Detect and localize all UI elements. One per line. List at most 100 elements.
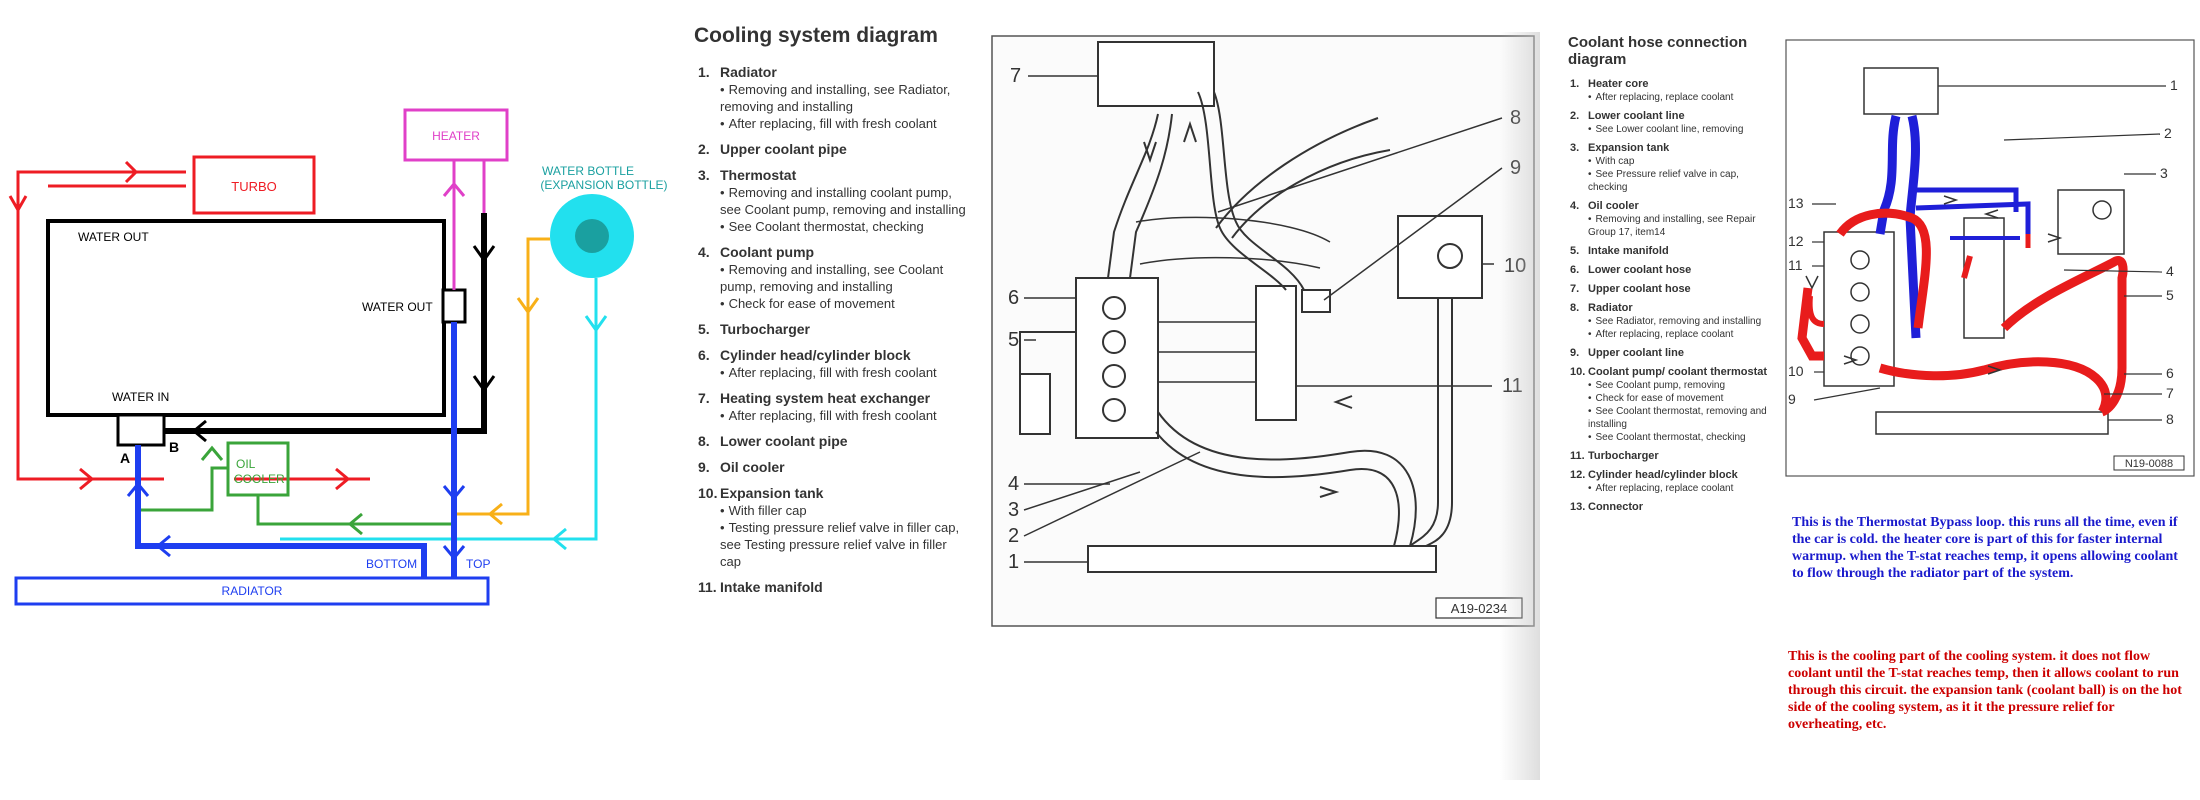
hose-callout: 6 <box>2166 365 2174 381</box>
cooler-label: COOLER <box>234 472 285 486</box>
hose-drawing-code: N19-0088 <box>2125 458 2173 470</box>
item-note: Removing and installing coolant pump, se… <box>698 184 970 218</box>
drawing-code: A19-0234 <box>1451 601 1507 616</box>
hose-callout: 2 <box>2164 125 2172 141</box>
black-return-line <box>164 213 487 434</box>
item-label: Oil cooler <box>1588 200 1639 212</box>
item-heading: 1.Heater core <box>1570 78 1770 91</box>
hose-callout: 9 <box>1788 391 1796 407</box>
hose_manual-item: 4.Oil coolerRemoving and installing, see… <box>1570 200 1770 239</box>
item-note: Testing pressure relief valve in filler … <box>698 519 970 570</box>
cooling-manual-title: Cooling system diagram <box>694 24 938 47</box>
water-out-right-label: WATER OUT <box>362 300 433 314</box>
item-label: Upper coolant hose <box>1588 283 1691 295</box>
bypass-loop-note: This is the Thermostat Bypass loop. this… <box>1792 515 2178 581</box>
item-label: Lower coolant hose <box>1588 264 1692 276</box>
blue-arrow <box>442 485 466 501</box>
cyan-arrow <box>551 527 567 551</box>
magenta-arrow <box>442 181 466 197</box>
hose-callout: 8 <box>2166 411 2174 427</box>
item-label: Cylinder head/cylinder block <box>720 347 911 363</box>
item-note: With filler cap <box>698 502 970 519</box>
item-label: Cylinder head/cylinder block <box>1588 469 1738 481</box>
blue-bottom-line <box>135 445 427 578</box>
water-bottle-inner <box>575 219 609 253</box>
heater-box <box>403 108 509 162</box>
item-label: Connector <box>1588 501 1643 513</box>
hose-manual-list: 1.Heater coreAfter replacing, replace co… <box>1570 78 1770 520</box>
item-heading: 12.Cylinder head/cylinder block <box>1570 469 1770 482</box>
item-number: 7. <box>1570 283 1580 295</box>
cooling_manual-item: 2.Upper coolant pipe <box>698 141 970 158</box>
engine-callout: 2 <box>1008 525 1019 547</box>
expansion-tank <box>1397 215 1483 299</box>
intake-manifold <box>1255 285 1297 421</box>
top-label: TOP <box>466 557 490 571</box>
item-label: Heating system heat exchanger <box>720 390 931 406</box>
cooling-manual-list: 1.RadiatorRemoving and installing, see R… <box>698 64 970 605</box>
item-number: 4. <box>1570 200 1580 212</box>
item-note: After replacing, replace coolant <box>1570 482 1770 495</box>
heat-exchanger <box>1097 41 1215 107</box>
item-label: Radiator <box>720 64 777 80</box>
blue-arrow <box>126 481 150 497</box>
engine-callout: 6 <box>1008 287 1019 309</box>
item-heading: 8.Lower coolant pipe <box>698 433 970 450</box>
item-heading: 4. Coolant pump <box>698 244 970 261</box>
engine-callout: 4 <box>1008 473 1019 495</box>
item-number: 12. <box>1570 469 1586 481</box>
item-label: Intake manifold <box>720 579 823 595</box>
item-heading: 10.Coolant pump/ coolant thermostat <box>1570 366 1770 379</box>
turbo-box <box>192 155 316 215</box>
item-label: Oil cooler <box>720 459 785 475</box>
cooling_manual-item: 1.RadiatorRemoving and installing, see R… <box>698 64 970 132</box>
turbo-label: TURBO <box>231 179 277 194</box>
item-note: After replacing, replace coolant <box>1570 91 1770 104</box>
item-label: Turbocharger <box>720 321 810 337</box>
cooling_manual-item: 7.Heating system heat exchangerAfter rep… <box>698 390 970 424</box>
item-label: Lower coolant line <box>1588 110 1685 122</box>
hose_manual-item: 7. Upper coolant hose <box>1570 283 1770 296</box>
hose-callout: 13 <box>1788 195 1804 211</box>
item-heading: 3.Thermostat <box>698 167 970 184</box>
item-label: Lower coolant pipe <box>720 433 848 449</box>
engine-callout: 1 <box>1008 551 1019 573</box>
hose-callout: 7 <box>2166 385 2174 401</box>
item-label: Expansion tank <box>720 485 824 501</box>
hose_manual-item: 3.Expansion tankWith capSee Pressure rel… <box>1570 142 1770 194</box>
page-edge-shadow <box>1500 32 1540 780</box>
black-arrow <box>472 245 496 263</box>
item-number: 2. <box>1570 110 1580 122</box>
engine-radiator <box>1087 545 1437 573</box>
item-number: 9. <box>698 459 710 475</box>
item-heading: 6.Cylinder head/cylinder block <box>698 347 970 364</box>
item-note: After replacing, fill with fresh coolant <box>698 364 970 381</box>
item-number: 3. <box>698 167 710 183</box>
item-heading: 7.Heating system heat exchanger <box>698 390 970 407</box>
radiator-label: RADIATOR <box>222 584 283 598</box>
red-arrow <box>124 160 139 184</box>
hose-callout: 1 <box>2170 77 2178 93</box>
item-note: See Pressure relief valve in cap, checki… <box>1570 168 1770 194</box>
item-heading: 4. Oil cooler <box>1570 200 1770 213</box>
engine-block <box>46 219 446 417</box>
item-heading: 9. Oil cooler <box>698 459 970 476</box>
hose_manual-item: 13.Connector <box>1570 501 1770 514</box>
item-label: Upper coolant pipe <box>720 141 847 157</box>
item-note: With cap <box>1570 155 1770 168</box>
item-heading: 2.Upper coolant pipe <box>698 141 970 158</box>
item-label: Coolant pump <box>720 244 815 260</box>
heater-label: HEATER <box>432 129 480 143</box>
item-number: 4. <box>698 244 710 260</box>
cooling-circuit-note: This is the cooling part of the cooling … <box>1788 649 2182 732</box>
item-number: 11. <box>698 579 717 595</box>
engine-line-drawing: 7896105114321 A19-0234 <box>991 35 1535 627</box>
cylinder-block <box>1075 277 1159 439</box>
hose_manual-item: 11.Turbocharger <box>1570 450 1770 463</box>
item-number: 1. <box>698 64 710 80</box>
item-number: 9. <box>1570 347 1580 359</box>
heater-core <box>1863 67 1939 115</box>
cooling-manual-text: Cooling system diagram <box>694 24 974 48</box>
hose-callout: 12 <box>1788 233 1804 249</box>
item-heading: 7. Upper coolant hose <box>1570 283 1770 296</box>
